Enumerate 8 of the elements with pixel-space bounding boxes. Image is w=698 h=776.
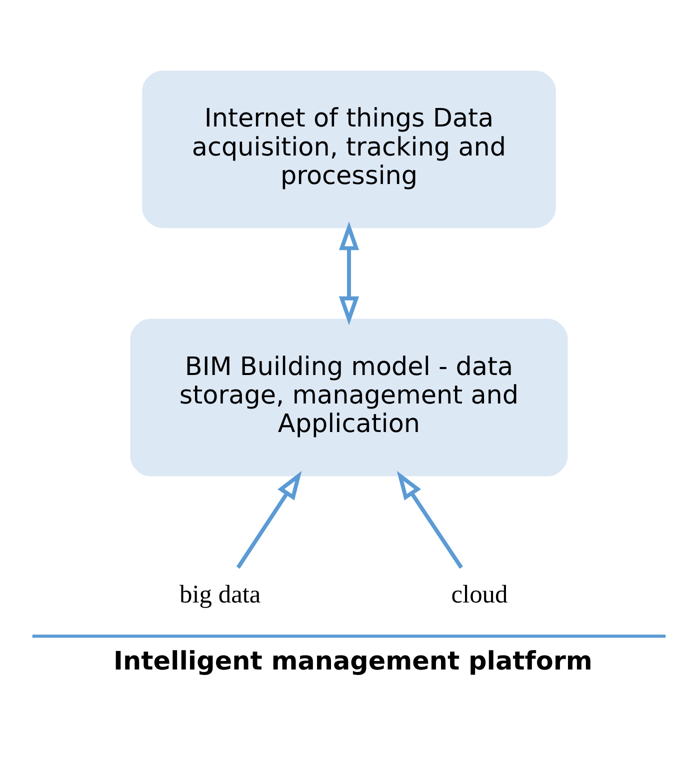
node-box: Internet of things Data acquisition, tracking and processing [142, 70, 556, 228]
node-box: BIM Building model - data storage, management and Application [130, 318, 568, 476]
arrow [338, 221, 360, 326]
caption: Intelligent management platform [114, 646, 592, 676]
node-text: big data [180, 579, 261, 608]
arrow [396, 470, 463, 569]
node-text: cloud [451, 579, 508, 608]
arrow [236, 470, 302, 569]
